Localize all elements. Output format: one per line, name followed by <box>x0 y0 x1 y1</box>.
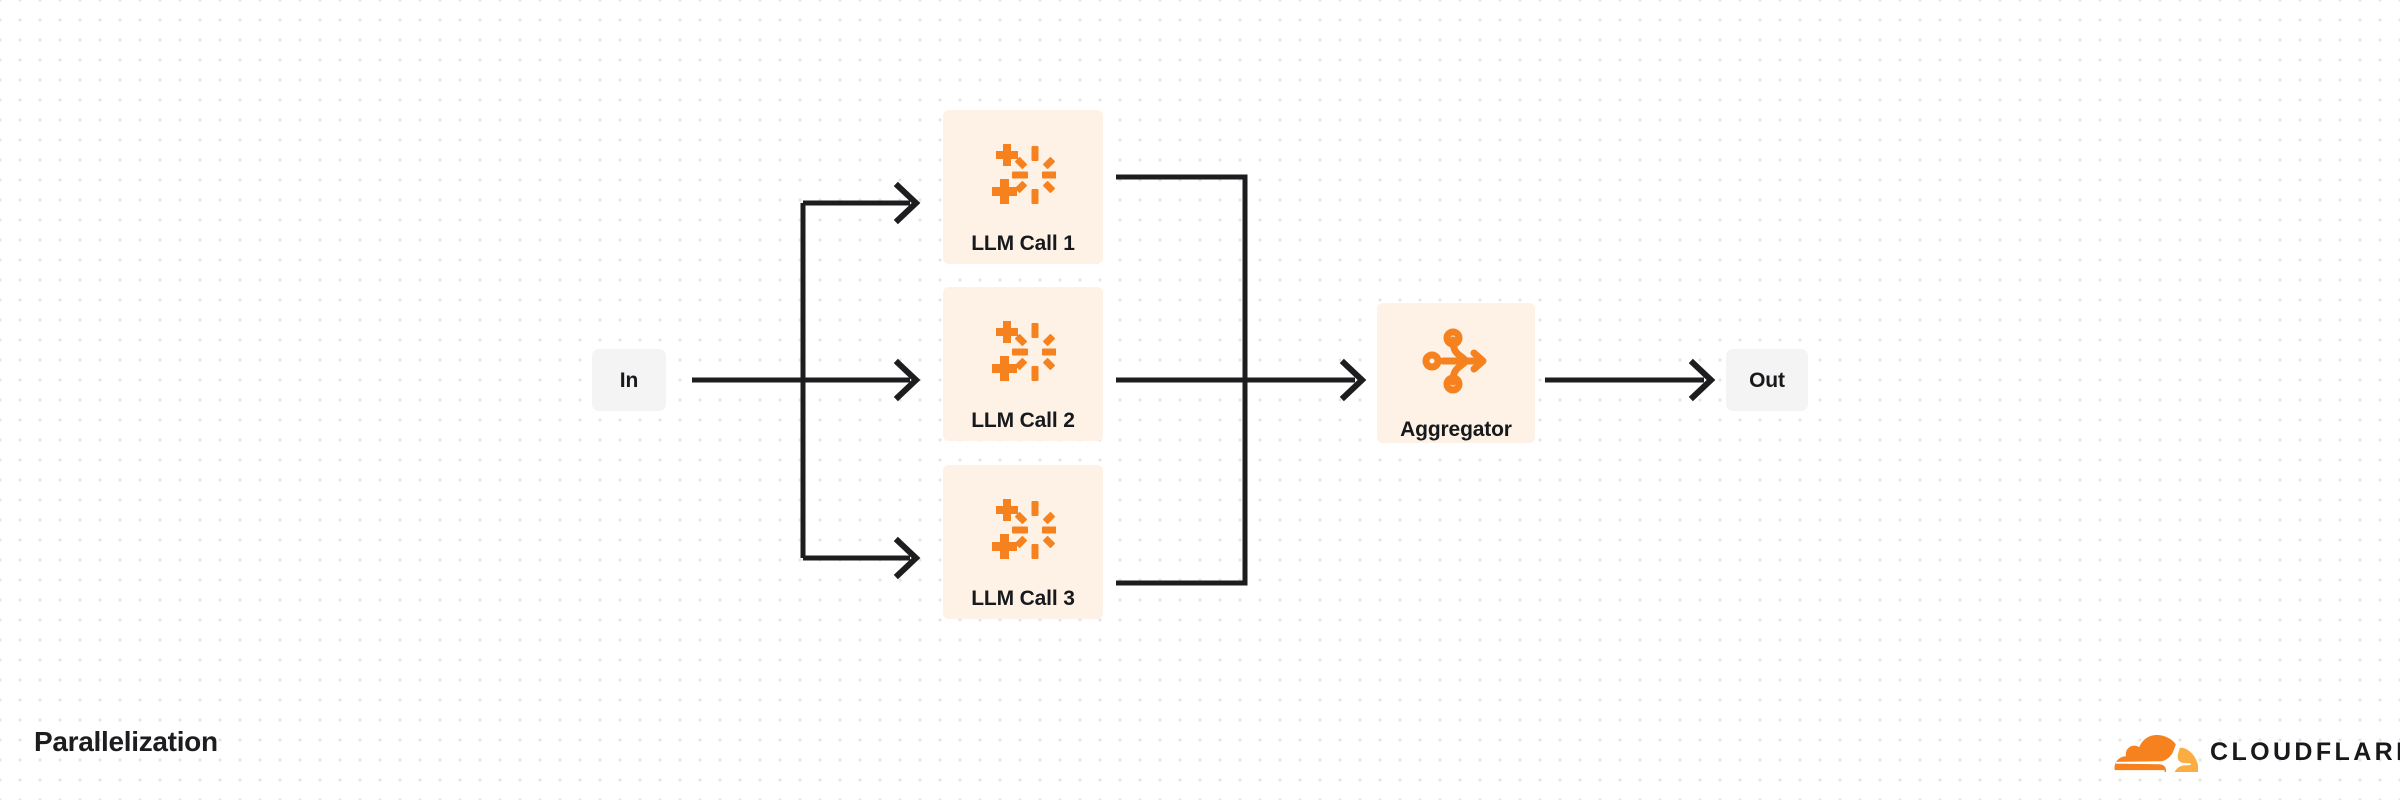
edge-llm1-to-merge <box>1116 174 1248 380</box>
node-llm-call-2-label: LLM Call 2 <box>971 408 1075 432</box>
ai-sparkle-icon <box>990 492 1056 568</box>
aggregator-merge-icon <box>1420 323 1492 399</box>
arrowhead-llm2 <box>893 358 921 402</box>
arrowhead-llm1 <box>893 181 921 225</box>
ai-sparkle-icon <box>990 137 1056 213</box>
node-output[interactable]: Out <box>1726 349 1808 411</box>
cloudflare-wordmark: CLOUDFLARE <box>2210 738 2400 766</box>
node-llm-call-1[interactable]: LLM Call 1 <box>943 110 1103 264</box>
cloudflare-cloud-icon <box>2098 728 2199 778</box>
node-llm-call-3[interactable]: LLM Call 3 <box>943 465 1103 619</box>
arrowhead-llm3 <box>893 536 921 580</box>
node-llm-call-2[interactable]: LLM Call 2 <box>943 287 1103 441</box>
cloudflare-logo: CLOUDFLARE <box>2098 728 2400 778</box>
node-input-label: In <box>619 368 639 392</box>
node-aggregator[interactable]: Aggregator <box>1377 303 1535 443</box>
node-llm-call-1-label: LLM Call 1 <box>971 231 1075 255</box>
node-llm-call-3-label: LLM Call 3 <box>971 586 1075 610</box>
node-output-label: Out <box>1749 368 1785 392</box>
arrowhead-aggregator <box>1339 358 1367 402</box>
figure-title: Parallelization <box>34 726 218 757</box>
edge-llm3-to-merge <box>1116 380 1248 586</box>
ai-sparkle-icon <box>990 314 1056 390</box>
node-input[interactable]: In <box>592 349 666 411</box>
node-aggregator-label: Aggregator <box>1400 417 1512 441</box>
arrowhead-out <box>1688 358 1716 402</box>
